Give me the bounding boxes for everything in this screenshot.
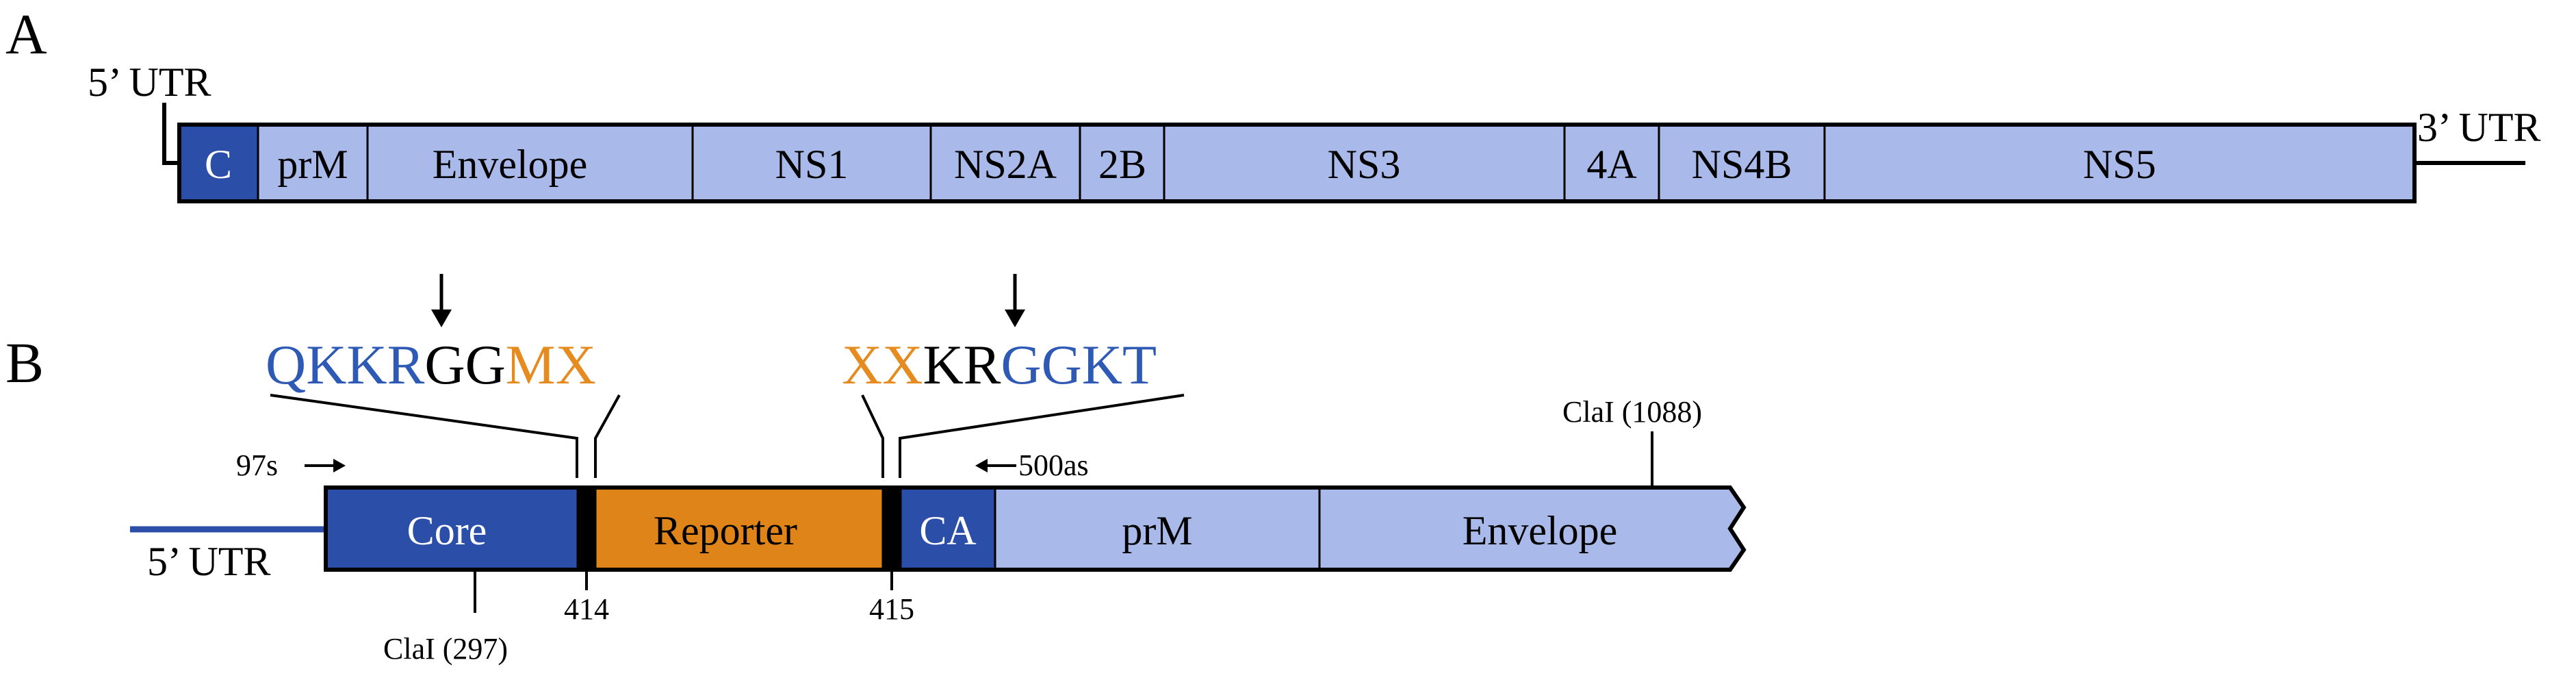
cleavage-arrow-right-head (1005, 310, 1025, 327)
panel-b-linker-left (578, 488, 595, 570)
panel-b-linker-right (883, 488, 901, 570)
cleavage-seq-right: XXKRGGKT (842, 333, 1157, 396)
panel-a-letter: A (5, 3, 47, 66)
panel-a-label-ns3: NS3 (1328, 142, 1401, 187)
panel-a-label-4a: 4A (1586, 142, 1636, 187)
panel-a-label-2b: 2B (1098, 142, 1146, 187)
panel-b-label-envelope: Envelope (1463, 508, 1618, 553)
panel-a-3utr-label: 3’ UTR (2417, 105, 2541, 150)
panel-b-seg-core (324, 486, 579, 571)
panel-a-label-prm: prM (277, 142, 348, 187)
panel-a-seg-ns5 (1823, 123, 2416, 203)
panel-a-label-envelope: Envelope (433, 142, 588, 187)
seq-left-part-1: QKKR (266, 333, 425, 396)
panel-a-label-ns4b: NS4B (1692, 142, 1792, 187)
panel-b-seg-ca (899, 486, 996, 571)
panel-b-label-core: Core (407, 508, 487, 553)
panel-b-construct-outline (324, 485, 1747, 572)
callout-left-b (594, 394, 621, 478)
seq-right-part-1: XX (842, 333, 923, 396)
callout-right-b (899, 394, 1185, 478)
panel-a-label-ns5: NS5 (2083, 142, 2156, 187)
panel-a-5utr-line (162, 103, 179, 165)
panel-b-label-reporter: Reporter (654, 508, 797, 553)
primer-forward-arrow-head (333, 459, 346, 472)
panel-a-label-c: C (205, 142, 232, 187)
panel-a-5utr-label: 5’ UTR (88, 60, 211, 105)
panel-b-5utr-label: 5’ UTR (147, 539, 271, 584)
panel-b-letter: B (5, 331, 44, 395)
panel-a-label-ns1: NS1 (775, 142, 849, 187)
seq-right-part-2: KR (923, 333, 1001, 396)
panel-a-seg-ns4b (1658, 123, 1826, 203)
clai-top-label: ClaI (1088) (1562, 395, 1702, 429)
primer-reverse-arrow-head (975, 459, 988, 472)
cleavage-arrow-left-head (431, 310, 452, 327)
callout-left-a (270, 394, 578, 478)
panel-b-label-ca: CA (919, 508, 976, 553)
seq-left-part-3: MX (506, 333, 596, 396)
seq-right-part-3: GGKT (1001, 333, 1157, 396)
seq-left-part-2: GG (424, 333, 505, 396)
primer-forward-label: 97s (236, 449, 278, 482)
primer-reverse-label: 500as (1018, 449, 1089, 482)
panel-b: B QKKRGGMX XXKRGGKT 97s 500as ClaI (1088… (5, 274, 1747, 666)
panel-a-genome-outline (177, 123, 2417, 203)
callout-right-a (861, 394, 884, 478)
clai-bottom-label: ClaI (297) (383, 632, 508, 666)
panel-b-seg-reporter (594, 486, 884, 571)
site-right-label: 415 (869, 592, 914, 626)
panel-a-seg-prm (257, 123, 369, 203)
panel-b-label-prm: prM (1122, 508, 1192, 553)
panel-a-label-ns2a: NS2A (954, 142, 1057, 187)
site-left-label: 414 (564, 592, 609, 626)
panel-a: A 5’ UTR 3’ UTR C prM Envelope NS1 NS2A … (5, 3, 2541, 203)
cleavage-seq-left: QKKRGGMX (266, 333, 596, 396)
